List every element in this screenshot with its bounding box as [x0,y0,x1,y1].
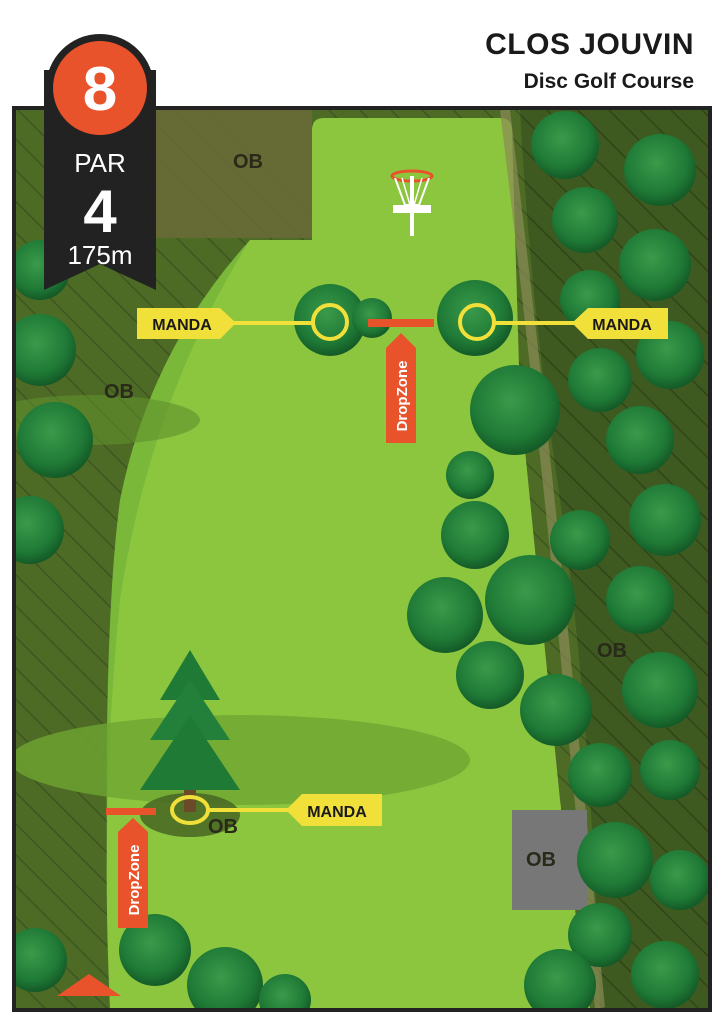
par-label: PAR [74,148,126,178]
dropzone-label: DropZone [394,361,411,432]
ob-label: OB [233,151,263,173]
manda-label: MANDA [152,317,212,334]
ob-box [512,810,587,910]
tree-cluster-right [407,111,708,1008]
manda-flag-bottom: MANDA [286,794,382,826]
dropzone-bar-top [368,319,434,327]
manda-label: MANDA [307,804,367,821]
manda-flag-right: MANDA [572,308,668,339]
basket-icon [390,169,434,236]
hole-info-banner: 8 PAR 4 175m [44,34,156,290]
hole-number: 8 [83,55,117,124]
dropzone-marker-bottom: DropZone [118,818,148,928]
ob-label: OB [597,640,627,662]
par-value: 4 [83,178,117,245]
ob-label: OB [104,381,134,403]
ob-label: OB [526,849,556,871]
manda-flag-left: MANDA [137,308,236,339]
pine-tree [140,650,240,837]
tree-cluster-left [16,240,311,1008]
hole-distance: 175m [67,240,132,270]
dropzone-label: DropZone [126,845,143,916]
manda-label: MANDA [592,317,652,334]
dropzone-marker-top: DropZone [386,333,416,443]
tee-pad [57,974,121,996]
hole-number-badge [53,41,147,135]
ob-label: OB [208,816,238,838]
course-title: CLOS JOUVIN [485,28,694,61]
course-subtitle: Disc Golf Course [523,70,694,93]
dropzone-bar-bottom [106,808,156,815]
